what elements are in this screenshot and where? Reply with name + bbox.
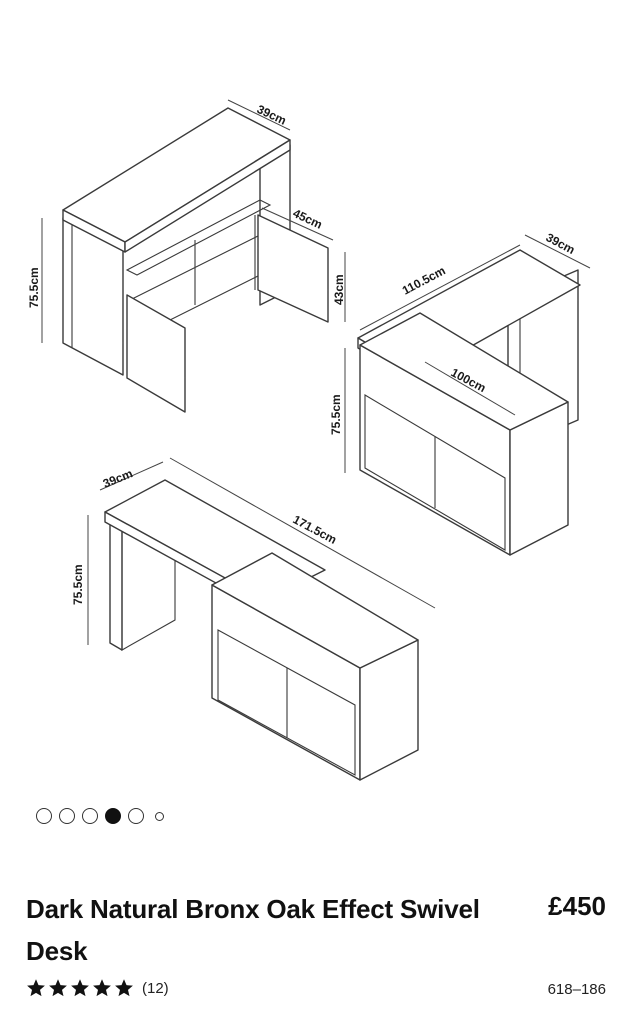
gallery-dot-4-active[interactable] [105,808,121,824]
door-width-label: 45cm [291,206,325,232]
star-icon [49,979,67,997]
gallery-dot-5[interactable] [128,808,144,824]
star-icon [71,979,89,997]
extended-height-label: 75.5cm [71,564,85,605]
extended-depth-label: 39cm [101,466,135,490]
desk-dimension-diagram: 39cm 75.5cm 45cm 43cm 39cm 110.5cm 100cm [27,99,591,781]
star-icon [93,979,111,997]
gallery-dot-3[interactable] [82,808,98,824]
star-icon [115,979,133,997]
star-icon [27,979,45,997]
cabinet-open-doors-drawing [41,99,346,413]
gallery-dot-6[interactable] [155,811,164,821]
extended-length-label: 171.5cm [291,512,339,547]
corner-configuration-drawing [344,234,591,556]
cab-height-label: 75.5cm [27,267,41,308]
gallery-dot-2[interactable] [59,808,75,824]
corner-height-label: 75.5cm [329,394,343,435]
product-rating[interactable]: (12) [26,978,169,998]
product-title: Dark Natural Bronx Oak Effect Swivel Des… [26,894,480,966]
extended-configuration-drawing [87,457,436,781]
rating-stars [26,978,134,998]
product-price: £450 [548,891,606,921]
gallery-dot-1[interactable] [36,808,52,824]
product-image-gallery[interactable]: 39cm 75.5cm 45cm 43cm 39cm 110.5cm 100cm [0,0,632,790]
door-height-label: 43cm [332,274,346,305]
product-sku: 618–186 [547,981,606,998]
review-count: (12) [142,979,169,997]
gallery-pagination-dots [36,808,164,824]
